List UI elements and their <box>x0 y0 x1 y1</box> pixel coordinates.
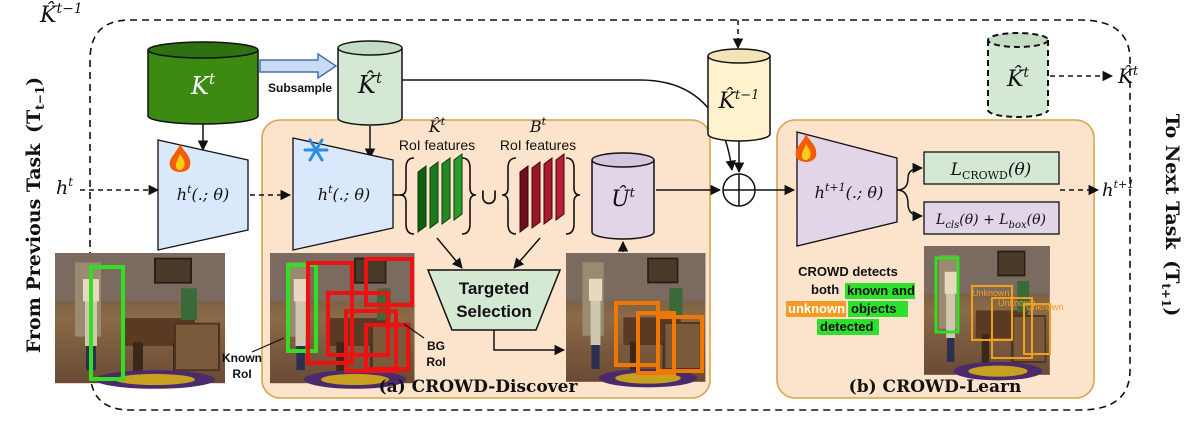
loss-crowd-box: LCROWD(θ) <box>923 151 1060 185</box>
model3-to-crowd-loss <box>896 162 924 191</box>
svg-text:Ût: Ût <box>611 185 636 212</box>
b-features-label: RoI features <box>500 137 576 153</box>
bg-roi-label-2: RoI <box>426 355 445 369</box>
svg-text:ht(.; θ): ht(.; θ) <box>177 183 229 204</box>
cylinder-k-t: Kt <box>147 41 259 125</box>
known-roi-label-1: Known <box>222 351 262 365</box>
crowd-detects-text: CROWD detects both known and unknown obj… <box>786 264 915 335</box>
svg-text:Lcls(θ) + Lbox(θ): Lcls(θ) + Lbox(θ) <box>935 212 1046 231</box>
cylinder-khat-prev: K̂t−1 <box>707 48 771 142</box>
from-previous-task-label: From Previous Task (Tt−1) <box>23 77 47 353</box>
model-h-t-old: ht(.; θ) <box>157 139 249 251</box>
k-prev-top-label: K̂t−1 <box>39 1 83 28</box>
khat-features-symbol: K̂t <box>428 115 446 136</box>
discover-caption: (a) CROWD-Discover <box>379 377 579 397</box>
svg-text:Selection: Selection <box>456 302 532 321</box>
outer-dashed-loop <box>89 19 1131 411</box>
loss-det-box: Lcls(θ) + Lbox(θ) <box>923 201 1060 235</box>
subsample-arrow: Subsample <box>259 52 338 95</box>
svg-text:To Next Task (Tt+1): To Next Task (Tt+1) <box>1159 114 1183 317</box>
khat-feat-to-selection <box>436 237 463 269</box>
svg-text:K̂t: K̂t <box>357 69 383 99</box>
h-t-input-label: ht <box>56 175 73 199</box>
combine-node <box>722 173 756 207</box>
brace-b <box>501 157 517 235</box>
svg-text:Unknown: Unknown <box>998 298 1036 308</box>
model3-to-det-loss <box>896 189 924 222</box>
svg-text:ht+1(.; θ): ht+1(.; θ) <box>815 181 884 202</box>
known-roi-label-2: RoI <box>232 367 251 381</box>
b-features-symbol: Bt <box>529 115 547 136</box>
image-bg-rois <box>269 252 416 390</box>
cylinder-u-t: Ût <box>591 152 655 240</box>
learn-caption: (b) CROWD-Learn <box>849 377 1022 397</box>
svg-text:both: both <box>811 282 839 297</box>
cylinder-khat-out: K̂t <box>987 32 1049 118</box>
to-next-task-label: To Next Task (Tt+1) <box>1159 114 1183 317</box>
svg-text:objects: objects <box>851 301 897 316</box>
fire-icon <box>795 134 817 162</box>
svg-text:Subsample: Subsample <box>268 81 332 95</box>
cylinder-khat-t: K̂t <box>337 40 403 126</box>
svg-text:Targeted: Targeted <box>459 279 530 298</box>
fire-icon <box>169 144 191 172</box>
union-symbol: ∪ <box>480 185 498 210</box>
b-feat-to-selection <box>513 237 541 269</box>
khat-to-combine-arrow <box>402 79 736 172</box>
svg-text:ht(.; θ): ht(.; θ) <box>318 183 370 204</box>
svg-text:K̂t: K̂t <box>1006 65 1029 92</box>
svg-text:From Previous Task (Tt−1: From Previous Task (Tt−1) <box>23 77 47 353</box>
khat-feature-stack <box>417 153 463 233</box>
model-h-t-plus-1: ht+1(.; θ) <box>796 131 898 247</box>
svg-text:K̂t−1: K̂t−1 <box>718 88 760 114</box>
svg-text:CROWD detects: CROWD detects <box>798 264 898 279</box>
h-out-label: ht+1 <box>1102 178 1134 201</box>
khat-features-label: RoI features <box>399 137 475 153</box>
bg-roi-label-1: BG <box>427 339 445 353</box>
model-h-t-frozen: ht(.; θ) <box>292 137 394 251</box>
svg-text:known and: known and <box>847 283 915 298</box>
brace-khat <box>399 157 415 235</box>
image-selected-unknown <box>565 252 707 389</box>
svg-text:unknown: unknown <box>788 301 845 316</box>
svg-text:detected: detected <box>820 319 874 334</box>
k-out-label: K̂t <box>1117 64 1139 88</box>
svg-text:LCROWD(θ): LCROWD(θ) <box>950 160 1032 182</box>
image-known-roi <box>54 252 226 390</box>
targeted-selection-block: Targeted Selection <box>426 269 562 331</box>
svg-text:Kt: Kt <box>190 70 216 100</box>
svg-text:Unknown: Unknown <box>1026 302 1064 312</box>
svg-text:Unknown: Unknown <box>972 288 1010 298</box>
image-learn-result: Unknown Unknown Unknown <box>923 245 1064 382</box>
b-feature-stack <box>519 153 565 233</box>
snowflake-icon <box>303 138 329 162</box>
selection-to-output-arrow <box>493 330 566 356</box>
